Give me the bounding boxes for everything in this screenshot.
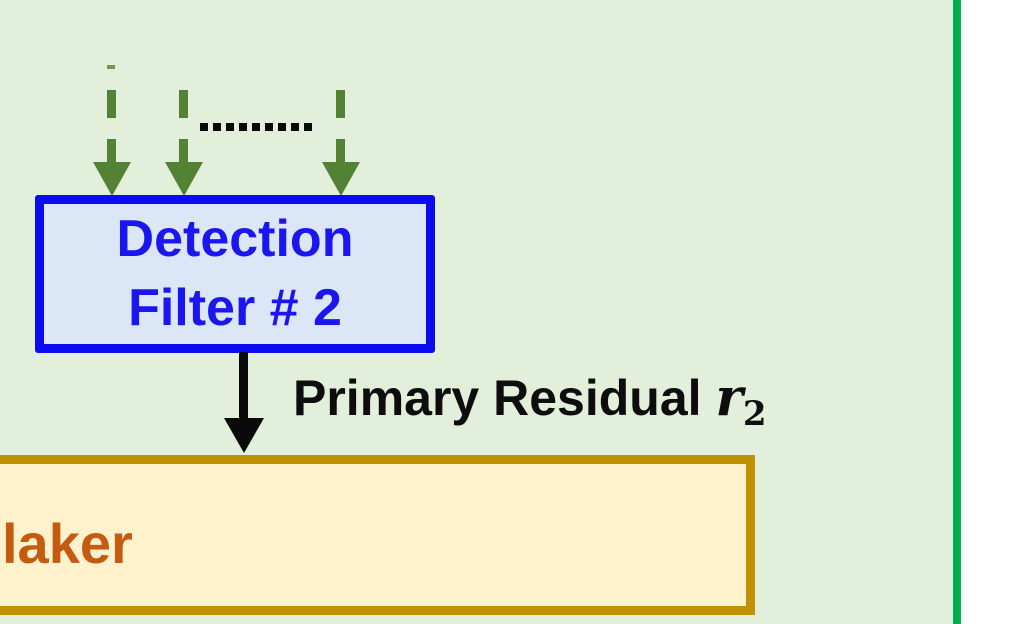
input-arrow-2 [165, 0, 203, 197]
input-arrow-dash [179, 90, 188, 118]
ellipsis-dot [278, 123, 286, 131]
input-arrow-dash [336, 90, 345, 118]
input-arrow-dash [107, 139, 116, 163]
primary-residual-text: Primary Residual [293, 370, 702, 426]
ellipsis-dot [265, 123, 273, 131]
frame-right-border [953, 0, 961, 624]
detection-filter-box: Detection Filter # 2 [35, 195, 435, 353]
ellipsis-dot [226, 123, 234, 131]
input-arrow-dash [336, 139, 345, 163]
arrowhead-down-icon [322, 162, 360, 196]
ellipsis-dot [304, 123, 312, 131]
ellipsis-dot [213, 123, 221, 131]
ellipsis-dot [200, 123, 208, 131]
detection-filter-label-line1: Detection [116, 210, 354, 268]
ellipsis-dot [291, 123, 299, 131]
input-arrow-1 [93, 0, 131, 197]
input-arrow-dash [107, 90, 116, 118]
output-arrowhead-down-icon [224, 418, 264, 453]
primary-residual-label: Primary Residual r2 [293, 370, 767, 432]
input-arrow-dash [179, 139, 188, 163]
residual-subscript: 2 [742, 394, 767, 434]
input-arrow-dash [107, 65, 115, 69]
ellipsis-dot [252, 123, 260, 131]
output-arrow-shaft [239, 352, 248, 420]
decision-maker-box: laker [0, 455, 755, 615]
detection-filter-label-line2: Filter # 2 [128, 279, 342, 337]
residual-math-symbol: r [715, 367, 743, 428]
decision-maker-label: laker [2, 512, 133, 575]
ellipsis-dots [200, 123, 312, 131]
arrowhead-down-icon [93, 162, 131, 196]
input-arrow-n [322, 0, 360, 197]
arrowhead-down-icon [165, 162, 203, 196]
ellipsis-dot [239, 123, 247, 131]
